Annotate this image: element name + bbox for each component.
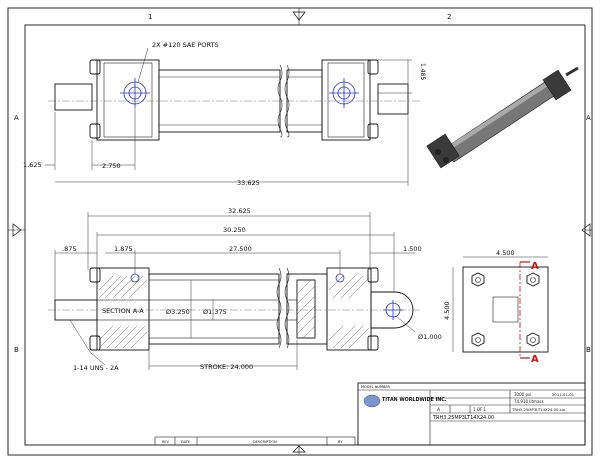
center-mark-left [12, 223, 22, 237]
description-col-header: DESCRIPTION [253, 440, 277, 444]
pin-diameter: Ø1.000 [418, 333, 442, 341]
zone-label-row-a-left: A [14, 114, 19, 122]
end-dim-vertical: 4.500 [443, 301, 451, 320]
outer-border [7, 7, 593, 456]
section-cut-mark-bottom: A [531, 354, 539, 365]
center-mark-bottom [292, 445, 306, 453]
zone-label-row-b-right: B [586, 346, 591, 354]
top-view [48, 47, 420, 141]
end-view [462, 261, 549, 359]
dim-33-625: 33.625 [237, 179, 260, 187]
thread-spec: 1-14 UNS - 2A [73, 364, 119, 372]
pressure-value: 3000 psi [514, 392, 531, 397]
stroke-dimension: STROKE: 24.000 [200, 363, 253, 371]
bore-diameter: Ø3.250 [166, 308, 190, 316]
dim-875: .875 [62, 245, 76, 253]
volume-value: 74.910 litmass [514, 399, 544, 404]
zone-label-row-a-right: A [586, 114, 591, 122]
center-mark-top [292, 11, 306, 21]
revision-block [154, 436, 356, 446]
dim-2-750: 2.750 [102, 162, 121, 170]
drawing-date: 2011-01-01 [552, 392, 575, 397]
revision-letter: A [437, 407, 441, 413]
isometric-view [426, 66, 579, 169]
end-dim-horizontal: 4.500 [496, 249, 515, 257]
dim-32-625: 32.625 [228, 207, 251, 215]
title-block [357, 382, 586, 446]
zone-label-col-1: 1 [148, 13, 152, 21]
zone-label-col-2: 2 [447, 13, 451, 21]
model-number-label: MODEL NUMBER [361, 385, 391, 389]
dim-1-625: 1.625 [23, 161, 42, 169]
center-mark-right [581, 223, 591, 237]
section-label: SECTION A-A [102, 307, 144, 315]
file-name: TRH3.25MP3LT14X24.00.slo [511, 407, 566, 412]
rod-diameter: Ø1.375 [203, 308, 227, 316]
dim-1-500: 1.500 [403, 245, 422, 253]
date-col-header: DATE [181, 440, 190, 444]
zone-label-row-b-left: B [14, 346, 19, 354]
ports-note: 2X #120 SAE PORTS [152, 41, 219, 49]
dim-1-875: 1.875 [114, 245, 133, 253]
dim-30-250: 30.250 [223, 226, 246, 234]
dim-27-500: 27.500 [229, 245, 252, 253]
rev-col-header: REV [162, 440, 170, 444]
dim-1-485: 1.485 [419, 63, 426, 80]
by-col-header: BY [338, 440, 343, 444]
section-cut-mark-top: A [531, 261, 539, 272]
part-number: TRH3.25MP3LT14X24.00 [432, 415, 494, 421]
company-name: TITAN WORLDWIDE INC. [382, 397, 447, 403]
sheet-number: 1 OF 1 [473, 407, 487, 412]
